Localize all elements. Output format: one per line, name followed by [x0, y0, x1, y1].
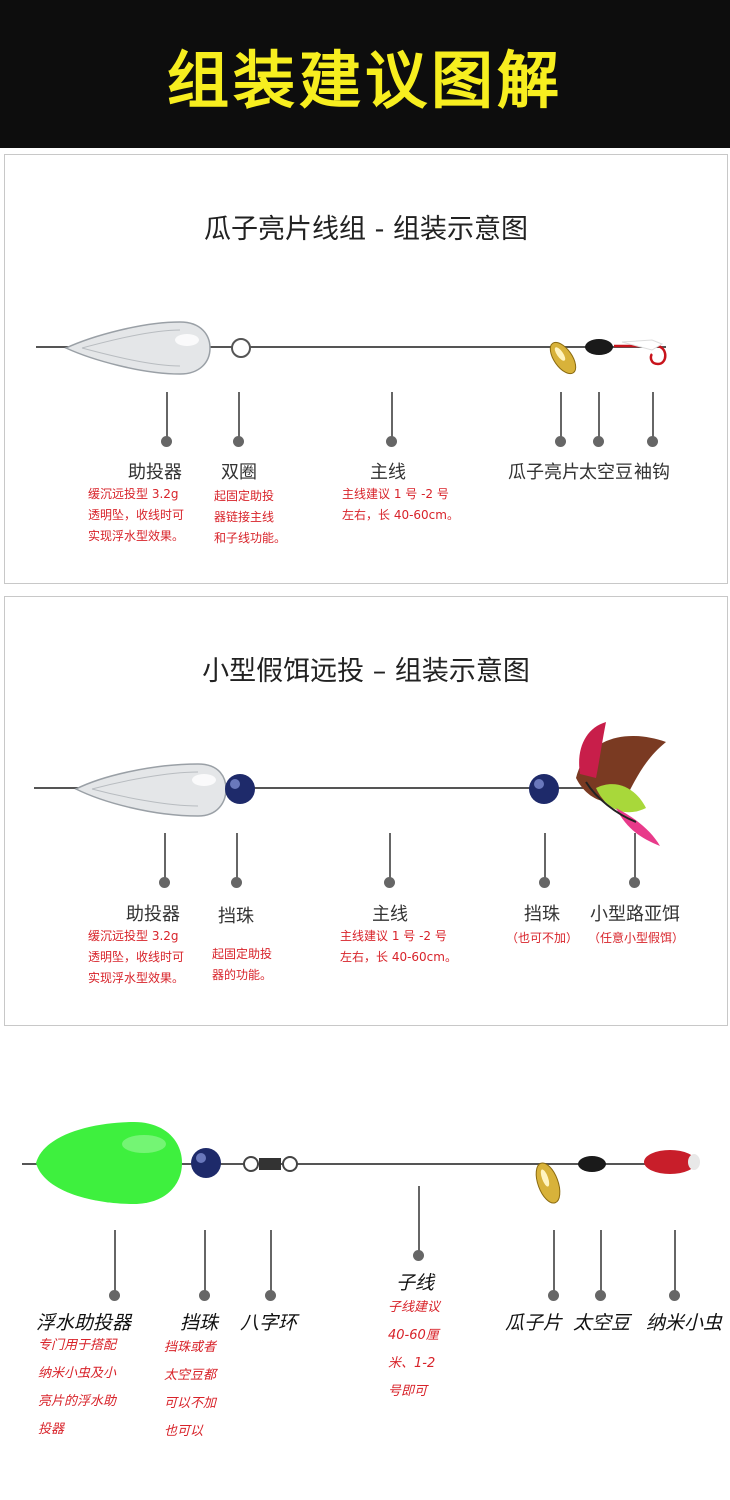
- label-bead: 挡珠: [524, 904, 560, 925]
- pointer-dot: [159, 877, 170, 888]
- pointer-line: [164, 833, 166, 879]
- pointer-dot: [233, 436, 244, 447]
- label-bead: 挡珠: [180, 1312, 219, 1334]
- panel-title: 小型假饵远投 – 组装示意图: [202, 656, 530, 687]
- bead-icon: [529, 774, 559, 804]
- note-double-ring: 起固定助投 器链接主线 和子线功能。: [214, 489, 287, 545]
- pointer-dot: [386, 436, 397, 447]
- pointer-line: [238, 392, 240, 438]
- spoon-icon: [535, 1162, 561, 1204]
- pointer-dot: [593, 436, 604, 447]
- pointer-line: [598, 392, 600, 438]
- bead-icon: [225, 774, 255, 804]
- swivel-icon: [243, 1156, 298, 1172]
- pointer-dot: [199, 1290, 210, 1301]
- label-spoon: 瓜子片: [505, 1312, 563, 1334]
- spoon-icon: [549, 341, 577, 375]
- note-bead: 起固定助投 器的功能。: [212, 947, 273, 982]
- pointer-dot: [548, 1290, 559, 1301]
- note-float-caster: 专门用于搭配 纳米小虫及小 亮片的浮水助 投器: [38, 1338, 117, 1437]
- note-main-line: 主线建议 1 号 -2 号 左右，长 40-60cm。: [342, 487, 459, 522]
- pointer-dot: [669, 1290, 680, 1301]
- pointer-line: [652, 392, 654, 438]
- note-sub-line: 子线建议 40-60厘 米、1-2 号即可: [388, 1300, 441, 1399]
- clear-caster-icon: [74, 763, 227, 817]
- header-banner: 组装建议图解: [0, 0, 730, 148]
- pointer-dot: [109, 1290, 120, 1301]
- note-lure: （任意小型假饵）: [588, 931, 685, 945]
- pointer-line: [553, 1230, 555, 1294]
- main-line: [36, 346, 666, 348]
- pointer-dot: [555, 436, 566, 447]
- pointer-dot: [265, 1290, 276, 1301]
- panel-title: 瓜子亮片线组 - 组装示意图: [204, 214, 528, 245]
- fly-lure-icon: [576, 722, 666, 846]
- panel-spoon-rig: 瓜子亮片线组 - 组装示意图: [4, 154, 728, 584]
- main-line: [34, 787, 594, 789]
- label-spoon: 瓜子亮片: [508, 462, 580, 483]
- pointer-line: [389, 833, 391, 879]
- label-sub-line: 子线: [396, 1272, 435, 1294]
- pointer-line: [391, 392, 393, 438]
- label-main-line: 主线: [370, 462, 406, 483]
- sleeve-hook-icon: [614, 339, 667, 366]
- pointer-line: [674, 1230, 676, 1294]
- page-title: 组装建议图解: [166, 44, 563, 117]
- label-double-ring: 双圈: [221, 462, 257, 483]
- pointer-line: [418, 1186, 420, 1252]
- pointer-line: [204, 1230, 206, 1294]
- label-caster: 助投器: [126, 904, 180, 925]
- note-bead-optional: （也可不加）: [506, 931, 579, 945]
- nano-worm-icon: [644, 1150, 700, 1174]
- pointer-line: [600, 1230, 602, 1294]
- label-space-bean: 太空豆: [573, 1312, 631, 1334]
- pointer-line: [166, 392, 168, 438]
- pointer-dot: [384, 877, 395, 888]
- label-main-line: 主线: [372, 904, 408, 925]
- space-bean-icon: [585, 339, 613, 355]
- main-line: [22, 1163, 652, 1165]
- pointer-line: [114, 1230, 116, 1294]
- pointer-dot: [161, 436, 172, 447]
- pointer-dot: [539, 877, 550, 888]
- label-space-bean: 太空豆: [579, 462, 633, 483]
- note-caster: 缓沉远投型 3.2g 透明坠，收线时可 实现浮水型效果。: [88, 929, 185, 985]
- pointer-line: [270, 1230, 272, 1294]
- clear-caster-icon: [64, 321, 211, 375]
- pointer-dot: [413, 1250, 424, 1261]
- pointer-line: [236, 833, 238, 879]
- note-main-line: 主线建议 1 号 -2 号 左右，长 40-60cm。: [340, 929, 457, 964]
- space-bean-icon: [578, 1156, 606, 1172]
- panel-small-lure-rig: 小型假饵远投 – 组装示意图: [4, 596, 728, 1026]
- label-hook: 袖钩: [634, 462, 670, 483]
- label-float-caster: 浮水助投器: [36, 1312, 132, 1334]
- label-bead: 挡珠: [218, 906, 254, 927]
- label-lure: 小型路亚饵: [590, 904, 680, 925]
- bead-icon: [191, 1148, 221, 1178]
- label-caster: 助投器: [128, 462, 182, 483]
- pointer-dot: [595, 1290, 606, 1301]
- pointer-dot: [231, 877, 242, 888]
- pointer-line: [634, 833, 636, 879]
- note-bead: 挡珠或者 太空豆都 可以不加 也可以: [164, 1340, 217, 1439]
- label-swivel: 八字环: [240, 1312, 298, 1334]
- label-nano-worm: 纳米小虫: [646, 1312, 723, 1334]
- double-ring-icon: [231, 338, 251, 358]
- pointer-line: [560, 392, 562, 438]
- green-float-caster-icon: [36, 1122, 182, 1204]
- pointer-dot: [629, 877, 640, 888]
- note-caster: 缓沉远投型 3.2g 透明坠，收线时可 实现浮水型效果。: [88, 487, 185, 543]
- pointer-dot: [647, 436, 658, 447]
- pointer-line: [544, 833, 546, 879]
